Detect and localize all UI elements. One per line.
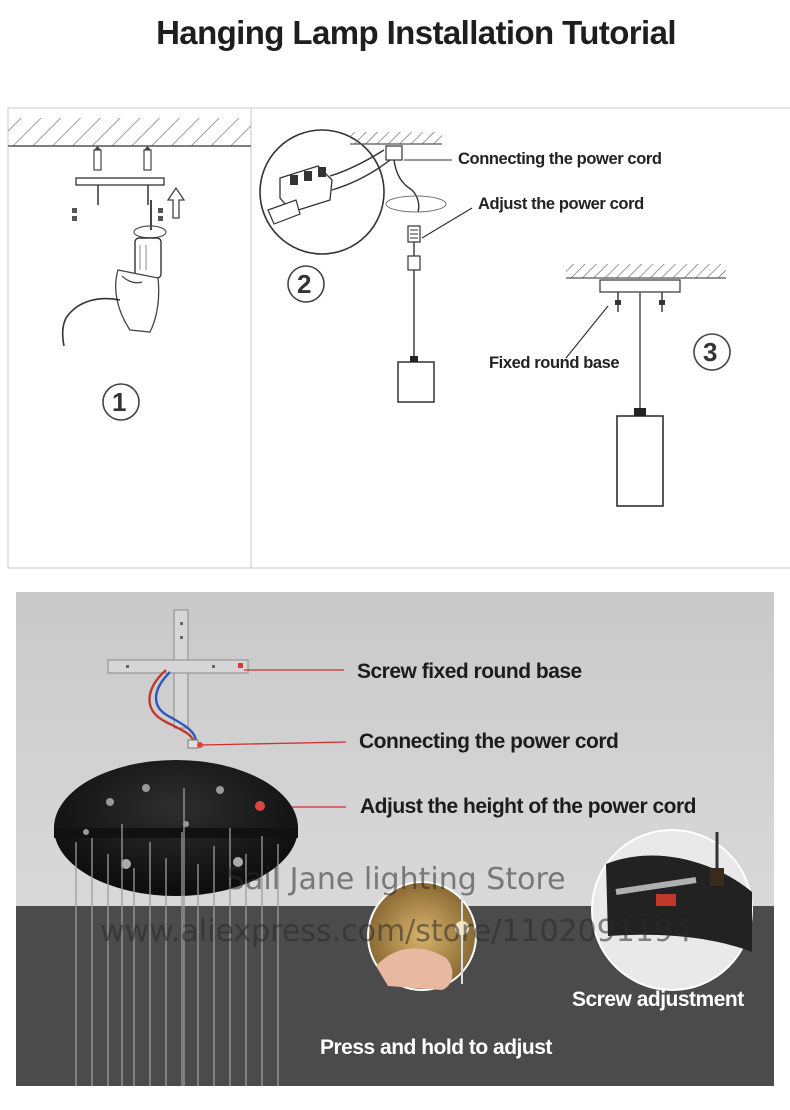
label-photo-connecting-cord: Connecting the power cord	[359, 730, 619, 753]
terminal-block-icon	[267, 149, 391, 225]
product-photo	[16, 592, 774, 1086]
round-canopy	[54, 760, 298, 896]
panel-frame	[7, 107, 790, 569]
label-adjust-height: Adjust the height of the power cord	[360, 795, 697, 818]
watermark-store-url: www.aliexpress.com/store/1102091194	[100, 914, 693, 949]
step-number-1: 1	[112, 387, 127, 417]
up-arrow-icon	[166, 186, 186, 219]
label-press-hold: Press and hold to adjust	[320, 1036, 552, 1059]
label-screw-base: Screw fixed round base	[357, 660, 582, 683]
label-connecting-cord: Connecting the power cord	[458, 150, 662, 168]
hanging-wires	[75, 788, 279, 1086]
screw-detail	[591, 829, 753, 991]
page-title: Hanging Lamp Installation Tutorial	[156, 14, 676, 51]
wall-anchor-icon	[93, 146, 152, 171]
step3-illustration	[565, 264, 731, 507]
step1-illustration	[8, 118, 251, 421]
step2-illustration	[259, 129, 473, 403]
press-adjust-detail	[367, 881, 477, 991]
step-number-3: 3	[703, 337, 718, 367]
drill-icon	[61, 200, 167, 347]
label-screw-adjustment: Screw adjustment	[572, 988, 744, 1011]
label-adjust-cord: Adjust the power cord	[478, 195, 644, 213]
label-fixed-base: Fixed round base	[489, 354, 620, 372]
cross-bracket	[107, 609, 249, 749]
installation-diagram	[7, 107, 790, 569]
watermark-store-name: Sail Jane lighting Store	[226, 862, 566, 897]
step-number-2: 2	[297, 269, 312, 299]
